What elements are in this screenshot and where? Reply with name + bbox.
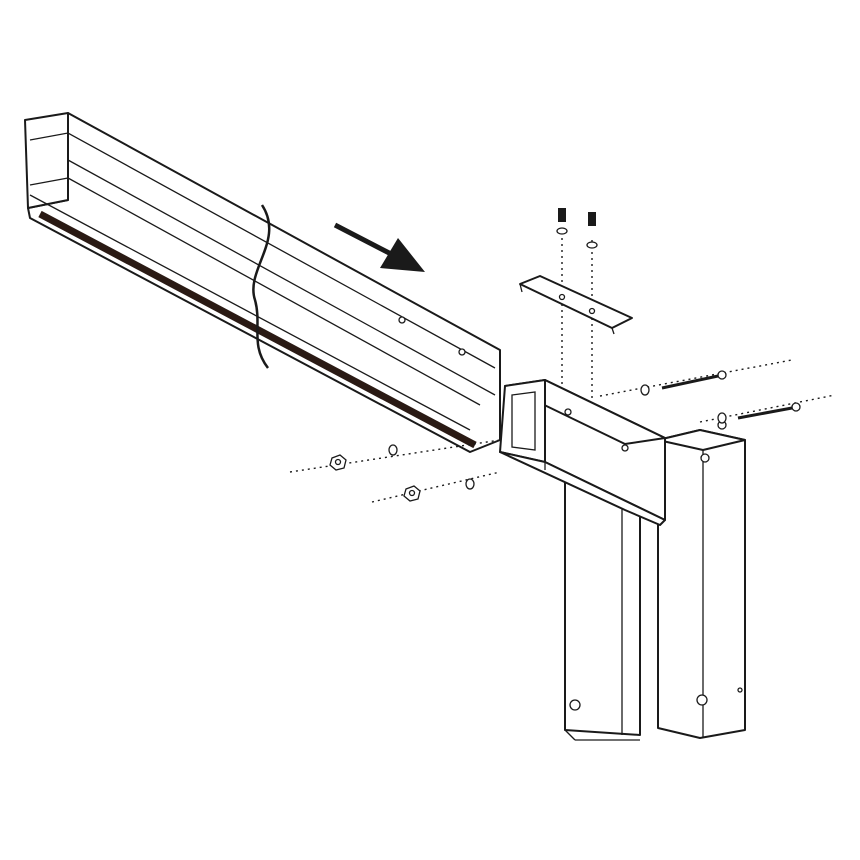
left-leg — [564, 479, 641, 741]
break-line — [252, 204, 271, 369]
screw-icon — [556, 208, 598, 402]
bracket-plate — [519, 275, 633, 335]
washer-icon — [717, 412, 727, 424]
washer-icon — [640, 384, 650, 396]
arrow-icon — [333, 222, 425, 272]
washer-icon — [465, 478, 475, 490]
cross-tube — [499, 379, 666, 526]
bolt-icon — [737, 406, 793, 420]
hardware-left — [289, 439, 501, 503]
washer-icon — [388, 444, 398, 456]
rail-beam — [24, 112, 501, 453]
hardware-right — [599, 359, 836, 424]
right-leg — [657, 420, 746, 739]
bolt-icon — [661, 374, 719, 390]
beam-end-cap — [24, 112, 69, 209]
